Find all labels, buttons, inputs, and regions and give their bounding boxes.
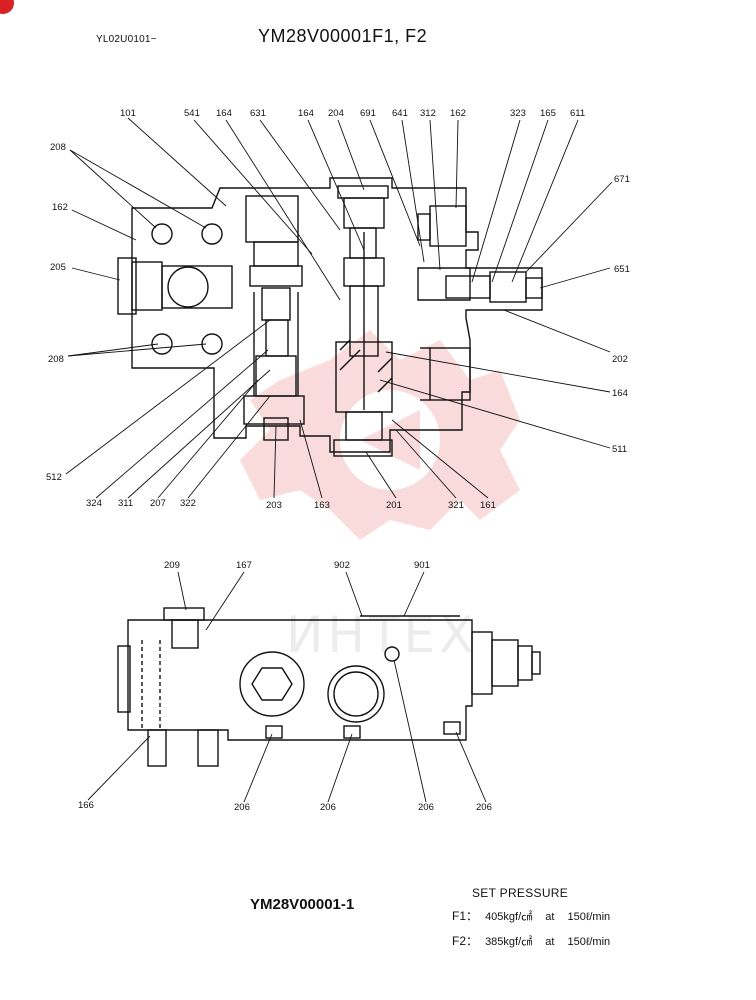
row-at: at	[545, 936, 555, 948]
watermark-text: ИНТЕХ	[286, 606, 478, 664]
label-323: 323	[510, 108, 526, 119]
row-flow: 150ℓ/min	[567, 936, 611, 948]
top-view-part-labels: 101 541 164 631 164 204 691 641 312 162 …	[46, 108, 630, 511]
label-641: 641	[392, 108, 408, 119]
label-164: 164	[216, 108, 232, 119]
label-541: 541	[184, 108, 200, 119]
label-321: 321	[448, 500, 464, 511]
set-pressure-title: SET PRESSURE	[472, 886, 569, 900]
label-165: 165	[540, 108, 556, 119]
label-206: 206	[234, 802, 250, 813]
label-209: 209	[164, 560, 180, 571]
label-671: 671	[614, 174, 630, 185]
row-flow: 150ℓ/min	[567, 911, 611, 923]
row-key: F1：	[452, 909, 479, 923]
row-key: F2：	[452, 934, 479, 948]
row-at: at	[545, 911, 555, 923]
corner-logo-icon	[0, 0, 14, 14]
label-207: 207	[150, 498, 166, 509]
label-167: 167	[236, 560, 252, 571]
label-206: 206	[418, 802, 434, 813]
label-901: 901	[414, 560, 430, 571]
label-208: 208	[50, 142, 66, 153]
label-611: 611	[570, 108, 585, 119]
set-pressure-row-f2: F2： 385kgf/㎠ at 150ℓ/min	[452, 932, 610, 949]
top-view-leader-lines	[65, 117, 613, 499]
label-651: 651	[614, 264, 630, 275]
label-324: 324	[86, 498, 102, 509]
label-162: 162	[450, 108, 466, 119]
label-312: 312	[420, 108, 436, 119]
top-view-valve-body	[117, 177, 543, 457]
label-164: 164	[612, 388, 628, 399]
label-163: 163	[314, 500, 330, 511]
label-204: 204	[328, 108, 344, 119]
watermark-gear-icon	[240, 330, 520, 540]
label-166: 166	[78, 800, 94, 811]
model-title: YM28V00001F1, F2	[258, 26, 428, 46]
label-208: 208	[48, 354, 64, 365]
label-101: 101	[120, 108, 136, 119]
label-511: 511	[612, 444, 627, 455]
label-162: 162	[52, 202, 68, 213]
side-view-leader-lines	[87, 571, 487, 803]
label-206: 206	[476, 802, 492, 813]
label-512: 512	[46, 472, 62, 483]
label-205: 205	[50, 262, 66, 273]
side-view-valve-body	[117, 607, 541, 767]
drawing-code: YM28V00001-1	[250, 896, 355, 913]
row-pressure: 405kgf/㎠	[485, 911, 533, 923]
row-pressure: 385kgf/㎠	[485, 936, 533, 948]
label-203: 203	[266, 500, 282, 511]
label-202: 202	[612, 354, 628, 365]
label-206: 206	[320, 802, 336, 813]
label-322: 322	[180, 498, 196, 509]
label-631: 631	[250, 108, 266, 119]
label-691: 691	[360, 108, 376, 119]
label-161: 161	[480, 500, 496, 511]
label-902: 902	[334, 560, 350, 571]
side-view-part-labels: 209 167 902 901 166 206 206 206 206	[78, 560, 492, 813]
label-164: 164	[298, 108, 314, 119]
serial-range: YL02U0101~	[96, 34, 157, 45]
label-201: 201	[386, 500, 402, 511]
set-pressure-row-f1: F1： 405kgf/㎠ at 150ℓ/min	[452, 907, 610, 924]
label-311: 311	[118, 498, 133, 509]
